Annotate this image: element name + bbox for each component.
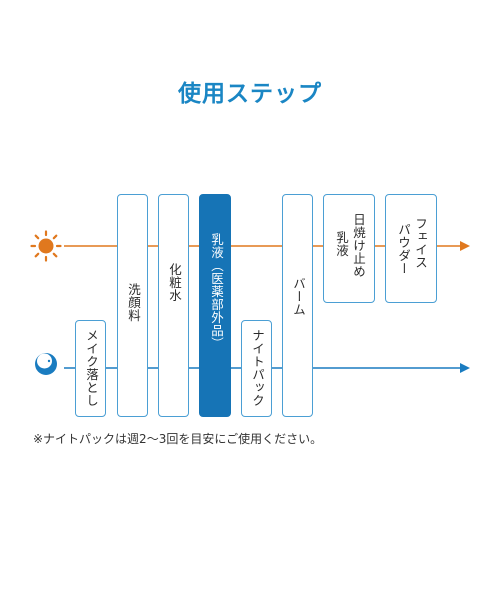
night-arrow-head xyxy=(460,363,470,373)
step-face-wash-label: 洗顔料 xyxy=(126,283,141,322)
step-balm-label: バーム xyxy=(291,277,306,316)
page-title: 使用ステップ xyxy=(178,81,322,107)
step-sunscreen-label-1: 日焼け止め xyxy=(351,213,366,278)
morning-arrow-head xyxy=(460,241,470,251)
usage-note: ※ナイトパックは週2〜3回を目安にご使用ください。 xyxy=(33,432,323,446)
step-face-powder: フェイス パウダー xyxy=(385,194,437,303)
step-emulsion-label: 乳液（医薬部外品） xyxy=(209,233,224,350)
step-balm: バーム xyxy=(282,194,313,417)
step-toner: 化粧水 xyxy=(158,194,189,417)
step-makeup-remover-label: メイク落とし xyxy=(84,329,99,407)
moon-icon xyxy=(35,353,57,375)
step-sunscreen: 日焼け止め 乳液 xyxy=(323,194,375,303)
step-night-pack: ナイトパック xyxy=(241,320,272,417)
sun-icon xyxy=(30,230,62,262)
step-emulsion: 乳液（医薬部外品） xyxy=(199,194,231,417)
step-makeup-remover: メイク落とし xyxy=(75,320,106,417)
step-face-powder-label-2: パウダー xyxy=(396,223,411,275)
step-sunscreen-label-2: 乳液 xyxy=(334,231,349,257)
step-face-wash: 洗顔料 xyxy=(117,194,148,417)
step-night-pack-label: ナイトパック xyxy=(250,329,265,407)
step-toner-label: 化粧水 xyxy=(167,263,182,302)
step-face-powder-label-1: フェイス xyxy=(413,217,428,269)
